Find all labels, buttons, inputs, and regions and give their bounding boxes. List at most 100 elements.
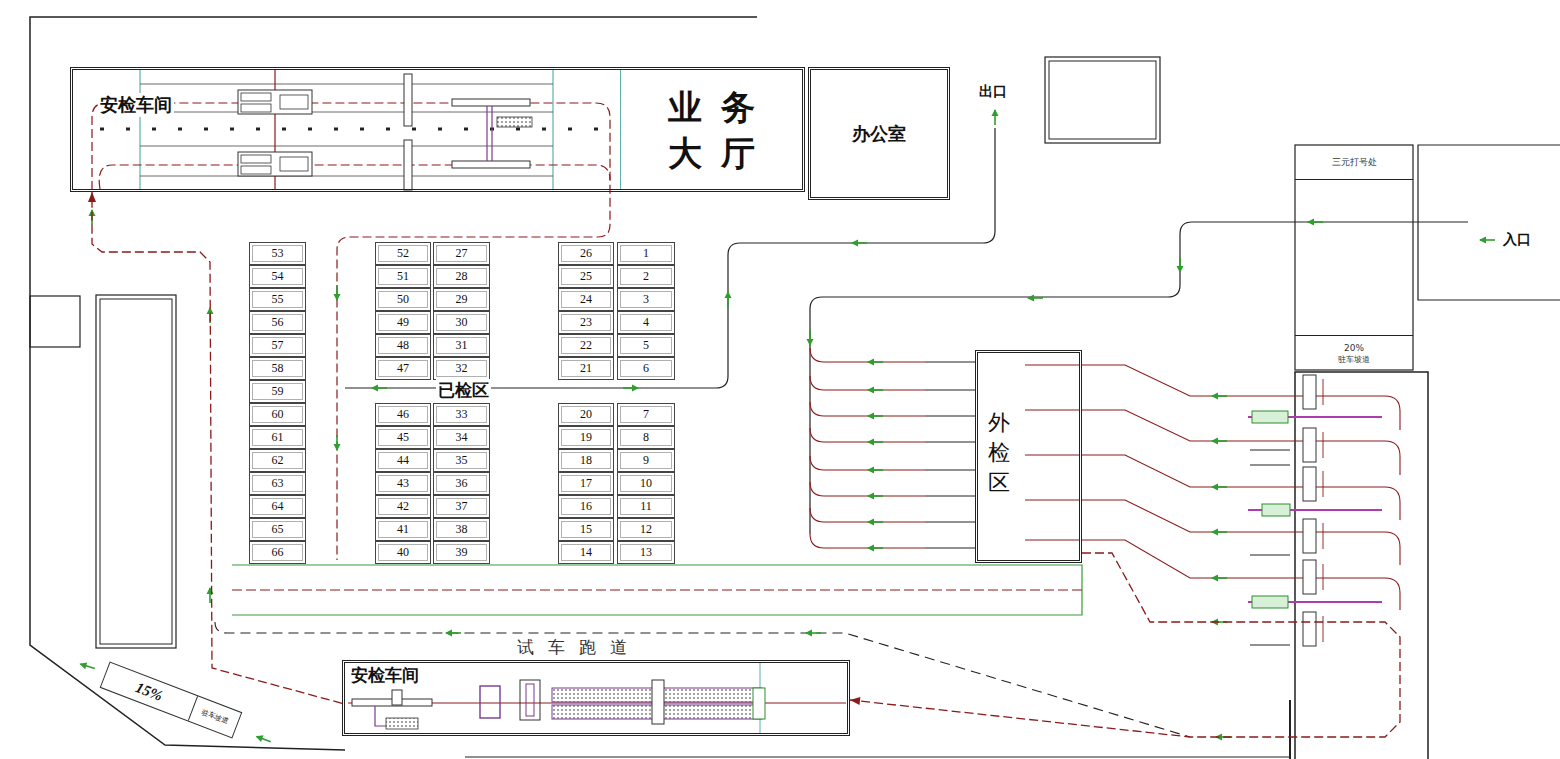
space-number: 55 bbox=[272, 292, 284, 307]
ramp-cell: 20%驻车坡道 bbox=[1295, 335, 1413, 370]
flow-connector bbox=[850, 553, 1400, 737]
cable-line bbox=[486, 106, 487, 161]
lift-equipment bbox=[280, 95, 308, 109]
parking-space: 2 bbox=[617, 265, 675, 288]
flow-arrow bbox=[851, 240, 867, 247]
connector-line bbox=[92, 192, 342, 703]
space-number: 28 bbox=[456, 269, 468, 284]
lane-line bbox=[140, 84, 553, 85]
flow-arrow bbox=[1027, 295, 1043, 302]
parking-space: 64 bbox=[249, 495, 306, 518]
flow-arrow bbox=[1211, 575, 1227, 582]
space-number: 43 bbox=[397, 476, 409, 491]
inspection-column bbox=[1289, 700, 1291, 759]
test-track-center bbox=[232, 589, 1082, 590]
space-number: 34 bbox=[456, 430, 468, 445]
parking-space: 38 bbox=[433, 518, 490, 541]
building-label: 安检车间 bbox=[98, 93, 174, 117]
space-number: 30 bbox=[456, 315, 468, 330]
parking-space: 16 bbox=[558, 495, 614, 518]
space-number: 63 bbox=[272, 476, 284, 491]
space-number: 62 bbox=[272, 453, 284, 468]
space-number: 41 bbox=[397, 522, 409, 537]
space-number: 52 bbox=[397, 246, 409, 261]
flow-arrow bbox=[805, 630, 821, 637]
space-number: 24 bbox=[580, 292, 592, 307]
space-number: 2 bbox=[643, 269, 649, 284]
parking-space: 52 bbox=[375, 242, 431, 265]
parking-space: 20 bbox=[558, 403, 614, 426]
parking-space: 49 bbox=[375, 311, 431, 334]
parking-space: 26 bbox=[558, 242, 614, 265]
long-structure bbox=[96, 295, 176, 648]
space-number: 32 bbox=[456, 361, 468, 376]
flow-arrow bbox=[254, 733, 271, 745]
parking-space: 14 bbox=[558, 541, 614, 564]
parking-space: 9 bbox=[617, 449, 675, 472]
test-device bbox=[1252, 411, 1288, 423]
grating bbox=[386, 718, 418, 729]
flow-arrow bbox=[334, 435, 341, 451]
parking-space: 23 bbox=[558, 311, 614, 334]
long-structure bbox=[100, 299, 172, 644]
space-number: 4 bbox=[643, 315, 649, 330]
parking-space: 46 bbox=[375, 403, 431, 426]
building-outline bbox=[1045, 57, 1160, 143]
space-number: 27 bbox=[456, 246, 468, 261]
space-number: 22 bbox=[580, 338, 592, 353]
gate-column bbox=[1295, 145, 1413, 370]
inspection-lift bbox=[1303, 375, 1316, 409]
parking-space: 4 bbox=[617, 311, 675, 334]
flow-arrow bbox=[807, 330, 814, 346]
lift-equipment bbox=[392, 690, 402, 705]
parking-space: 61 bbox=[249, 426, 306, 449]
flow-arrow bbox=[1479, 237, 1495, 244]
parking-space: 37 bbox=[433, 495, 490, 518]
lift-equipment bbox=[241, 93, 271, 101]
parking-space: 39 bbox=[433, 541, 490, 564]
flow-arrow bbox=[78, 660, 95, 671]
space-number: 14 bbox=[580, 545, 592, 560]
space-number: 38 bbox=[456, 522, 468, 537]
space-number: 53 bbox=[272, 246, 284, 261]
inspection-lift bbox=[1303, 467, 1316, 501]
space-number: 19 bbox=[580, 430, 592, 445]
inspection-lift bbox=[1303, 612, 1316, 646]
parking-space: 65 bbox=[249, 518, 306, 541]
small-structure bbox=[30, 296, 80, 347]
space-number: 23 bbox=[580, 315, 592, 330]
space-number: 56 bbox=[272, 315, 284, 330]
flow-arrow bbox=[867, 359, 883, 366]
parking-space: 19 bbox=[558, 426, 614, 449]
label-holder: 入口 bbox=[1503, 230, 1531, 249]
space-number: 15 bbox=[580, 522, 592, 537]
lane-line bbox=[140, 176, 553, 177]
test-track-edge bbox=[232, 565, 1082, 615]
space-number: 50 bbox=[397, 292, 409, 307]
space-number: 48 bbox=[397, 338, 409, 353]
parking-space: 53 bbox=[249, 242, 306, 265]
track-label: 试车跑道 bbox=[517, 636, 641, 659]
flow-arrow bbox=[867, 467, 883, 474]
flow-arrow bbox=[207, 587, 214, 603]
parking-space: 60 bbox=[249, 403, 306, 426]
parking-space: 40 bbox=[375, 541, 431, 564]
inspection-lift bbox=[1303, 560, 1316, 594]
space-number: 35 bbox=[456, 453, 468, 468]
flow-path bbox=[92, 103, 610, 560]
space-number: 40 bbox=[397, 545, 409, 560]
gate-cell: 三元打号处 bbox=[1295, 145, 1413, 180]
parking-space: 27 bbox=[433, 242, 490, 265]
space-number: 59 bbox=[272, 384, 284, 399]
exit-label: 出口 bbox=[979, 83, 1007, 101]
parking-space: 47 bbox=[375, 357, 431, 380]
flow-arrow bbox=[867, 413, 883, 420]
parking-space: 29 bbox=[433, 288, 490, 311]
ramp-label: 驻车坡道 bbox=[188, 696, 241, 737]
cell-label: 驻车坡道 bbox=[1338, 354, 1370, 365]
lane-line bbox=[1250, 450, 1290, 645]
roller-bar bbox=[526, 684, 534, 716]
flow-connector bbox=[88, 192, 342, 703]
parking-space: 6 bbox=[617, 357, 675, 380]
